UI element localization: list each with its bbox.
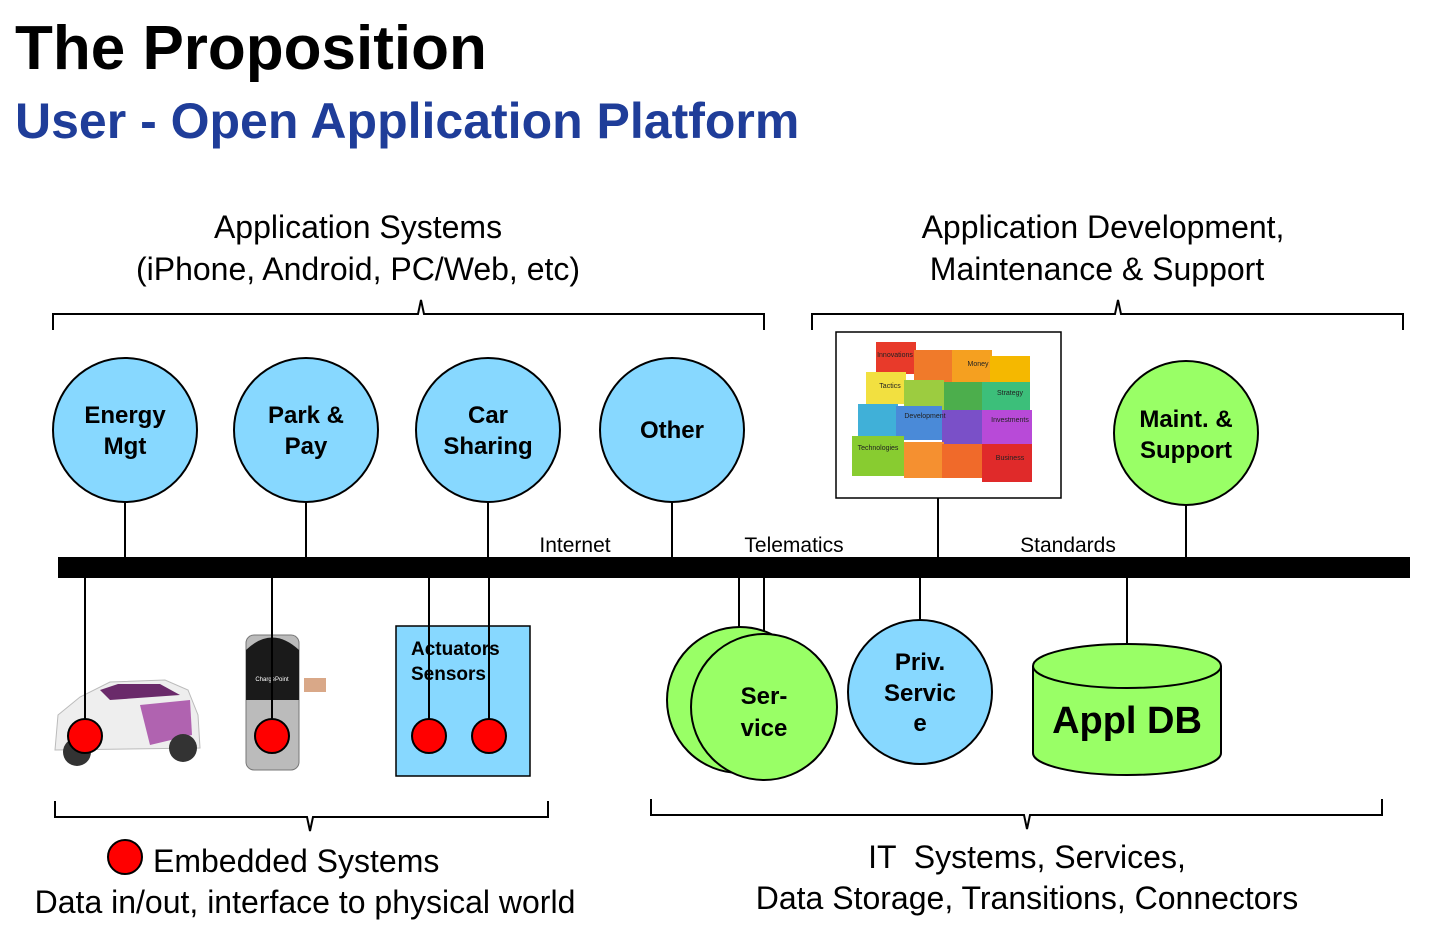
priv-service-circle[interactable]: Priv. Servic e: [847, 619, 993, 765]
embedded-system-dots: [67, 718, 507, 754]
actuators-label: Actuators: [411, 639, 500, 660]
puzzle-word: Tactics: [879, 383, 901, 390]
maint-support[interactable]: Maint. & Support: [1113, 360, 1259, 506]
app-energy-mgt[interactable]: Energy Mgt: [52, 357, 198, 503]
app-dev-sublabel: Maintenance & Support: [930, 251, 1265, 287]
puzzle-word: Strategy: [997, 390, 1024, 397]
support-label: Maint. &: [1139, 406, 1232, 433]
embedded-legend-dot: [107, 839, 143, 875]
bus-label-standards: Standards: [1020, 534, 1116, 557]
puzzle-word: Money: [967, 361, 989, 368]
app-dev-brace: [811, 299, 1404, 330]
embedded-brace: [54, 801, 549, 832]
app-label: Mgt: [104, 433, 147, 460]
page-title: The Proposition: [15, 14, 487, 83]
service-circles[interactable]: Ser- vice: [666, 626, 838, 781]
puzzle-word: Development: [904, 413, 945, 420]
upper-connectors: [124, 498, 1187, 558]
it-brace: [650, 799, 1383, 830]
priv-service-label: e: [913, 710, 926, 737]
it-label: IT Systems, Services,: [868, 839, 1186, 875]
bus-label-telematics: Telematics: [744, 534, 843, 557]
appl-db-label: Appl DB: [1052, 700, 1202, 742]
priv-service-label: Servic: [884, 680, 956, 707]
embedded-dot: [67, 718, 103, 754]
actuators-sensors-box[interactable]: Actuators Sensors: [395, 625, 531, 777]
it-sublabel: Data Storage, Transitions, Connectors: [756, 880, 1299, 916]
app-label: Other: [640, 417, 704, 444]
app-label: Energy: [84, 402, 166, 429]
appl-db-cylinder[interactable]: Appl DB: [1032, 643, 1222, 776]
priv-service-label: Priv.: [895, 649, 945, 676]
embedded-legend-label: Embedded Systems: [153, 843, 439, 879]
embedded-description: Data in/out, interface to physical world: [35, 884, 576, 920]
app-other[interactable]: Other: [599, 357, 745, 503]
app-dev-label: Application Development,: [922, 209, 1285, 245]
sensors-label: Sensors: [411, 664, 486, 685]
app-systems-label: Application Systems: [214, 209, 502, 245]
charging-station-image: ChargePoint: [245, 634, 326, 771]
support-label: Support: [1140, 437, 1232, 464]
app-label: Car: [468, 402, 508, 429]
app-systems-sublabel: (iPhone, Android, PC/Web, etc): [136, 251, 580, 287]
app-label: Park &: [268, 402, 344, 429]
service-label: vice: [741, 715, 788, 742]
puzzle-word: Technologies: [858, 445, 899, 452]
app-car-sharing[interactable]: Car Sharing: [415, 357, 561, 503]
embedded-dot: [471, 718, 507, 754]
app-systems-brace: [52, 299, 765, 330]
puzzle-word: Investments: [991, 417, 1029, 424]
puzzle-image: Innovations Money Tactics Strategy Devel…: [835, 331, 1062, 499]
puzzle-word: Innovations: [877, 352, 913, 359]
service-label: Ser-: [741, 683, 788, 710]
page-subtitle: User - Open Application Platform: [15, 93, 800, 149]
app-label: Sharing: [443, 433, 532, 460]
embedded-dot: [254, 718, 290, 754]
embedded-dot: [411, 718, 447, 754]
app-label: Pay: [285, 433, 328, 460]
platform-bus: [58, 557, 1410, 578]
lower-connectors: [84, 578, 1128, 720]
bus-label-internet: Internet: [539, 534, 610, 557]
app-park-pay[interactable]: Park & Pay: [233, 357, 379, 503]
puzzle-word: Business: [996, 455, 1025, 462]
